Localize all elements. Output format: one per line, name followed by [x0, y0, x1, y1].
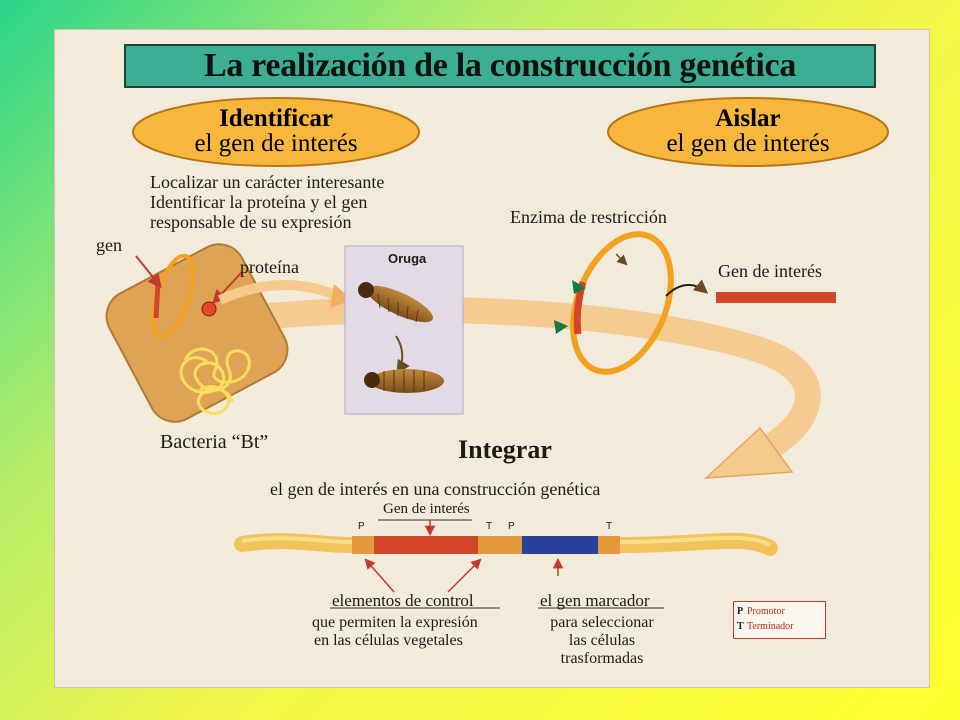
gene-of-interest-label: Gen de interés	[718, 261, 822, 281]
gene-segment	[374, 536, 478, 554]
control-title: elementos de control	[332, 591, 474, 610]
page-title: La realización de la construcción genéti…	[203, 47, 797, 84]
control-desc-line: que permiten la expresión	[312, 614, 478, 631]
promoter-mark-1: P	[358, 521, 365, 532]
marker-desc-line: trasformadas	[560, 650, 644, 667]
proteina-label: proteína	[240, 257, 299, 277]
legend-key: T	[737, 621, 744, 632]
caterpillar-1	[358, 282, 433, 323]
legend-label: Promotor	[747, 606, 785, 617]
control-desc: que permiten la expresión en las células…	[312, 614, 478, 650]
identify-oval	[132, 97, 420, 167]
plasmid-ring	[554, 231, 674, 375]
gen-label: gen	[96, 235, 122, 255]
terminator-segment-2	[598, 536, 620, 554]
isolate-subtitle: el gen de interés	[666, 130, 830, 157]
oruga-label: Oruga	[388, 251, 427, 266]
protein-arrow	[217, 280, 340, 305]
integrate-subtitle: el gen de interés en una construcción ge…	[270, 479, 601, 499]
legend-key: P	[737, 606, 744, 617]
identify-steps: Localizar un carácter interesante Identi…	[150, 172, 384, 232]
identify-step: Localizar un carácter interesante	[150, 172, 385, 192]
genetic-construct	[234, 519, 778, 609]
title-bar: La realización de la construcción genéti…	[124, 44, 876, 88]
terminator-segment-1	[478, 536, 500, 554]
isolate-title: Aislar	[715, 105, 781, 132]
control-desc-line: en las células vegetales	[314, 632, 463, 649]
construct-gene-label: Gen de interés	[383, 501, 470, 517]
marker-segment	[522, 536, 598, 554]
integrate-heading: Integrar	[458, 435, 552, 464]
promoter-segment-2	[500, 536, 522, 554]
marker-title: el gen marcador	[540, 591, 650, 610]
terminator-mark-2: T	[606, 521, 613, 532]
enzyme-cut-marker-2	[554, 320, 568, 334]
marker-desc: para seleccionar las células trasformada…	[540, 614, 664, 668]
identify-label: Identificar el gen de interés	[150, 106, 402, 156]
enzyme-label: Enzima de restricción	[510, 207, 667, 227]
gene-of-interest-bar	[716, 292, 836, 303]
identify-step: Identificar la proteína y el gen	[150, 192, 368, 212]
legend-label: Terminador	[747, 621, 794, 632]
marker-desc-line: para seleccionar	[550, 614, 654, 631]
bacteria-label: Bacteria “Bt”	[160, 431, 269, 453]
marker-desc-line: las células	[568, 632, 636, 649]
identify-subtitle: el gen de interés	[194, 130, 358, 157]
enzyme-cut-marker-1	[572, 280, 586, 294]
isolate-label: Aislar el gen de interés	[626, 106, 870, 156]
identify-step: responsable de su expresión	[150, 212, 352, 232]
identify-title: Identificar	[219, 105, 333, 132]
oruga-box	[344, 245, 464, 415]
terminator-mark-1: T	[486, 521, 493, 532]
caterpillar-2	[364, 369, 444, 393]
extract-arrow	[665, 279, 709, 297]
promoter-segment-1	[352, 536, 374, 554]
promoter-mark-2: P	[508, 521, 515, 532]
isolate-oval	[607, 97, 889, 167]
